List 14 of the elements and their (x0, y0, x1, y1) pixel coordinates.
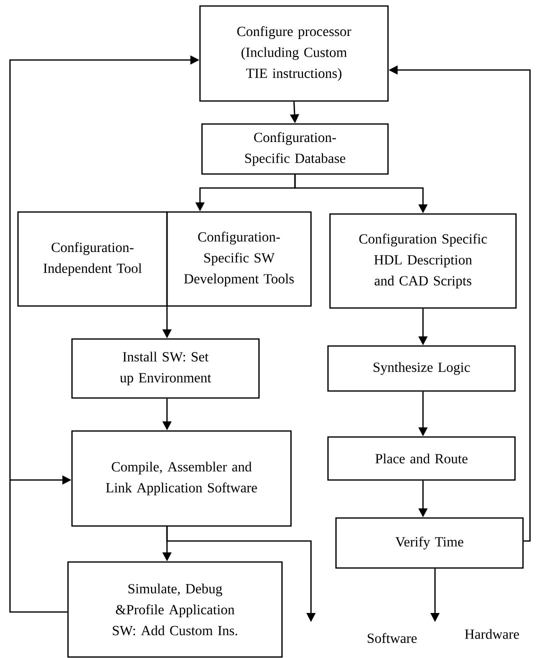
connector-line (9, 480, 68, 613)
process-box: Configuration-Specific Database (201, 123, 389, 175)
process-box: Configuration-Specific SW Development Tools (166, 211, 312, 307)
output-label: Software (368, 633, 417, 643)
output-label: Hardware (464, 629, 519, 639)
process-box: Configuration Specific HDL Description and CAD Scripts (329, 213, 517, 309)
process-box: Configuration-Independent Tool (17, 211, 168, 307)
process-box: Install SW: Set up Environment (71, 338, 260, 399)
process-box: Verify Time (335, 517, 524, 569)
process-box: Compile, Assembler and Link Application Software (71, 430, 292, 527)
process-box: Simulate, Debug &Profile Application SW: Add Custom Ins. (67, 561, 283, 658)
process-box: Synthesize Logic (327, 345, 516, 392)
process-box: Place and Route (327, 436, 516, 481)
process-box: Configure processor (Including Custom TIE instructions) (199, 5, 389, 102)
